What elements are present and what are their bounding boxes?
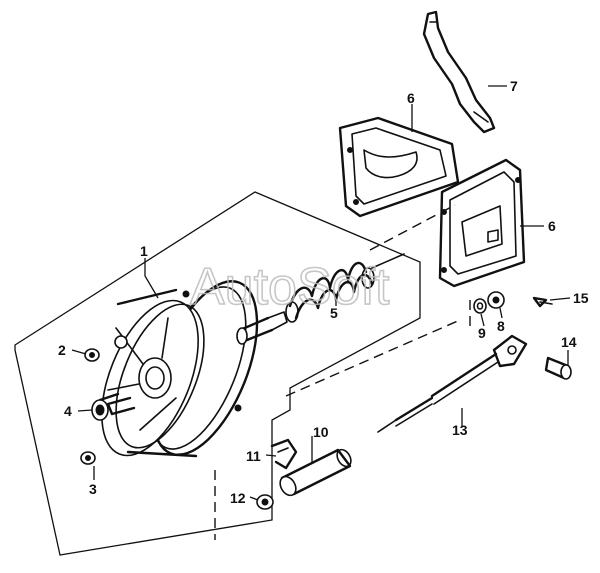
callout-4: 4	[64, 403, 72, 419]
callout-7: 7	[510, 78, 518, 94]
callout-6-lower: 6	[548, 218, 556, 234]
pin-14	[544, 356, 572, 380]
booster-boundary	[14, 191, 421, 556]
watermark: AutoSoft	[190, 258, 390, 316]
callout-1: 1	[140, 243, 148, 259]
callout-3: 3	[89, 481, 97, 497]
brake-booster	[98, 280, 288, 458]
bracket-upper	[338, 116, 460, 218]
callout-13: 13	[452, 422, 468, 438]
callout-8: 8	[497, 318, 505, 334]
nut-8	[487, 291, 505, 309]
sleeve-10	[279, 448, 352, 497]
strap-7	[422, 10, 496, 134]
cotter-pin-15	[532, 296, 553, 308]
callout-labels: 1 2 3 4 5 6 6 7 8 9 10 11 12 13 14 15	[58, 78, 589, 506]
callout-12: 12	[230, 490, 246, 506]
assembly-lines	[214, 204, 471, 540]
callout-11: 11	[246, 448, 261, 464]
clip-11	[270, 438, 298, 470]
callout-15: 15	[573, 290, 589, 306]
seal-4	[91, 399, 109, 421]
callout-10: 10	[313, 424, 329, 440]
callout-2: 2	[58, 342, 66, 358]
nut-2	[84, 348, 100, 362]
callout-6-upper: 6	[407, 90, 415, 106]
callout-14: 14	[561, 334, 577, 350]
callout-5: 5	[330, 305, 338, 321]
nut-3	[80, 451, 96, 465]
washer-9	[473, 298, 487, 314]
leader-lines	[71, 85, 571, 501]
nut-12	[256, 494, 274, 510]
push-rod-13	[377, 334, 528, 433]
callout-9: 9	[478, 325, 486, 341]
bracket-lower	[438, 158, 526, 288]
